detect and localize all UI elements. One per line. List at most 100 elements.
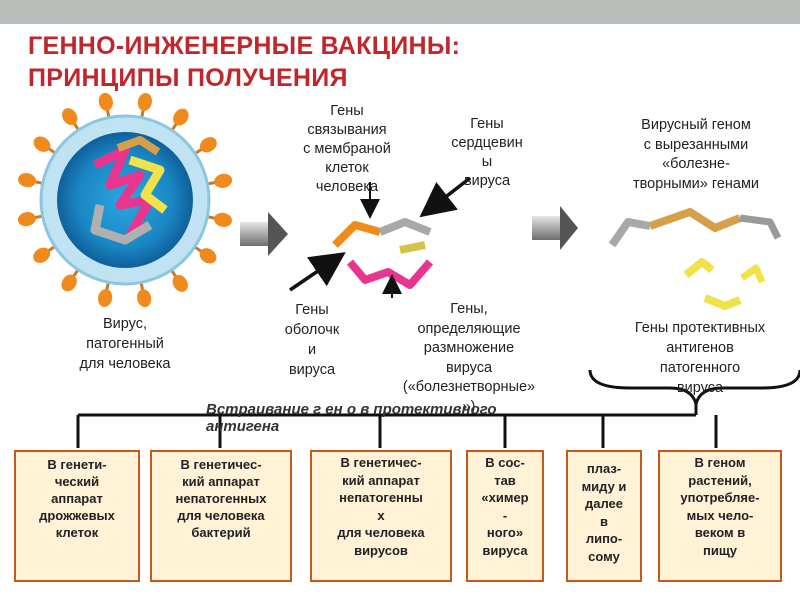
target-box-chimeric-virus: В сос- тав «химер - ного» вируса [466, 450, 544, 582]
box-line: тав [494, 472, 516, 488]
box-line: непатогенны [339, 490, 423, 505]
cut-genome [608, 208, 782, 310]
box-line: вирусов [354, 542, 408, 558]
box-line: аппарат [51, 491, 103, 506]
virus-spike [137, 93, 152, 111]
virus-spike [62, 108, 78, 126]
box-line: растений, [688, 472, 752, 488]
label-line: ») [462, 398, 476, 415]
label-line: клеток [325, 160, 369, 176]
box-line: «химер [481, 490, 529, 505]
label-line: и [307, 342, 317, 358]
box-line: плаз- [586, 461, 622, 476]
box-line: вируса [482, 542, 528, 558]
virus-spike [137, 289, 152, 308]
title-line: ГЕННО-ИНЖЕНЕРНЫЕ ВАКЦИНЫ: [28, 32, 461, 60]
box-line: бактерий [191, 525, 251, 540]
label-replication-genes: Гены, определяющие размножение вируса («… [385, 300, 553, 417]
label-line: антигенов [666, 340, 734, 356]
target-box-viruses: В генетичес- кий аппарат непатогенны х д… [310, 450, 452, 582]
label-line: патогенный [86, 336, 164, 352]
label-line: оболочк [284, 322, 340, 338]
label-line: Гены [295, 302, 329, 318]
virus-spike [98, 92, 113, 111]
title-line: ПРИНЦИПЫ ПОЛУЧЕНИЯ [28, 64, 348, 92]
box-line: В геном [694, 455, 746, 470]
virus-spike [98, 289, 113, 307]
virus-spike [214, 212, 232, 227]
virus-spike [173, 108, 189, 126]
label-line: «болезне- [662, 156, 730, 172]
label-line: вируса [676, 380, 724, 396]
process-arrow [532, 206, 578, 250]
box-line: миду и [581, 478, 627, 494]
box-line: непатогенных [175, 491, 267, 506]
virus-spike [172, 274, 188, 292]
virus-spikes [17, 92, 233, 308]
virus-illustration [17, 92, 233, 308]
box-line: кий аппарат [342, 472, 420, 488]
label-line: определяющие [417, 320, 521, 337]
label-line: сердцевин [451, 135, 523, 151]
label-line: связывания [307, 122, 387, 138]
label-line: Гены [470, 116, 504, 132]
label-line: для человека [79, 356, 171, 372]
box-line: - [502, 507, 508, 523]
box-line: ного» [486, 525, 524, 540]
box-line: пищу [702, 542, 738, 558]
pointer-arrow [289, 252, 346, 292]
label-line: человека [315, 179, 379, 195]
top-bar [0, 0, 800, 24]
insert-caption: Встраивание г ен о в протективного антиг… [206, 401, 626, 435]
virus-spike [199, 248, 217, 264]
target-box-plants: В геном растений, употребляе- мых чело- … [658, 450, 782, 582]
box-line: в [600, 513, 608, 529]
distribution-lines [76, 404, 718, 448]
box-line: В генети- [47, 457, 107, 472]
box-line: мых чело- [686, 507, 754, 523]
target-box-plasmid: плаз- миду и далее в липо- сому [566, 450, 642, 582]
box-line: липо- [585, 531, 623, 546]
label-line: («болезнетворные» [402, 379, 536, 395]
virus-genome [116, 136, 161, 156]
page-title: ГЕННО-ИНЖЕНЕРНЫЕ ВАКЦИНЫ: ПРИНЦИПЫ ПОЛУЧ… [28, 30, 628, 94]
virus-spike [199, 137, 217, 153]
virus-spike [33, 136, 51, 152]
caption-line: антигена [206, 418, 280, 435]
process-arrow [240, 212, 288, 256]
label-envelope-genes: Гены оболочк и вируса [262, 300, 362, 380]
box-line: для человека [177, 508, 265, 523]
box-line: кий аппарат [182, 474, 260, 489]
box-line: клеток [55, 525, 99, 540]
label-line: ы [481, 154, 493, 170]
label-line: Вирусный геном [641, 117, 751, 133]
label-line: Гены протективных [634, 320, 766, 336]
genome-fragment [332, 218, 434, 289]
label-line: вируса [445, 359, 493, 376]
virus-spike [17, 212, 36, 227]
box-line: х [377, 507, 385, 523]
label-line: вируса [463, 173, 511, 189]
box-line: веком в [694, 525, 746, 540]
label-line: творными» генами [632, 175, 760, 192]
box-line: ческий [54, 474, 100, 489]
virus-spike [214, 173, 233, 188]
label-line: патогенного [659, 360, 741, 376]
label-virus: Вирус, патогенный для человека [40, 314, 210, 374]
label-line: Гены, [450, 301, 488, 317]
box-line: употребляе- [680, 490, 760, 505]
label-binding-genes: Гены связывания с мембраной клеток челов… [272, 102, 422, 197]
label-line: Вирус, [102, 316, 148, 332]
caption-line: Встраивание г ен о в протективного [206, 401, 497, 418]
box-line: В сос- [485, 455, 525, 470]
box-line: сому [588, 548, 620, 564]
target-box-yeast: В генети- ческий аппарат дрожжевых клето… [14, 450, 140, 582]
box-line: В генетичес- [180, 457, 262, 472]
box-line: дрожжевых [39, 508, 115, 523]
label-protective-genes: Гены протективных антигенов патогенного … [600, 318, 800, 398]
label-line: Гены [330, 103, 364, 119]
label-line: с мембраной [303, 141, 391, 157]
label-core-genes: Гены сердцевин ы вируса [432, 115, 542, 191]
box-line: В генетичес- [340, 455, 422, 470]
